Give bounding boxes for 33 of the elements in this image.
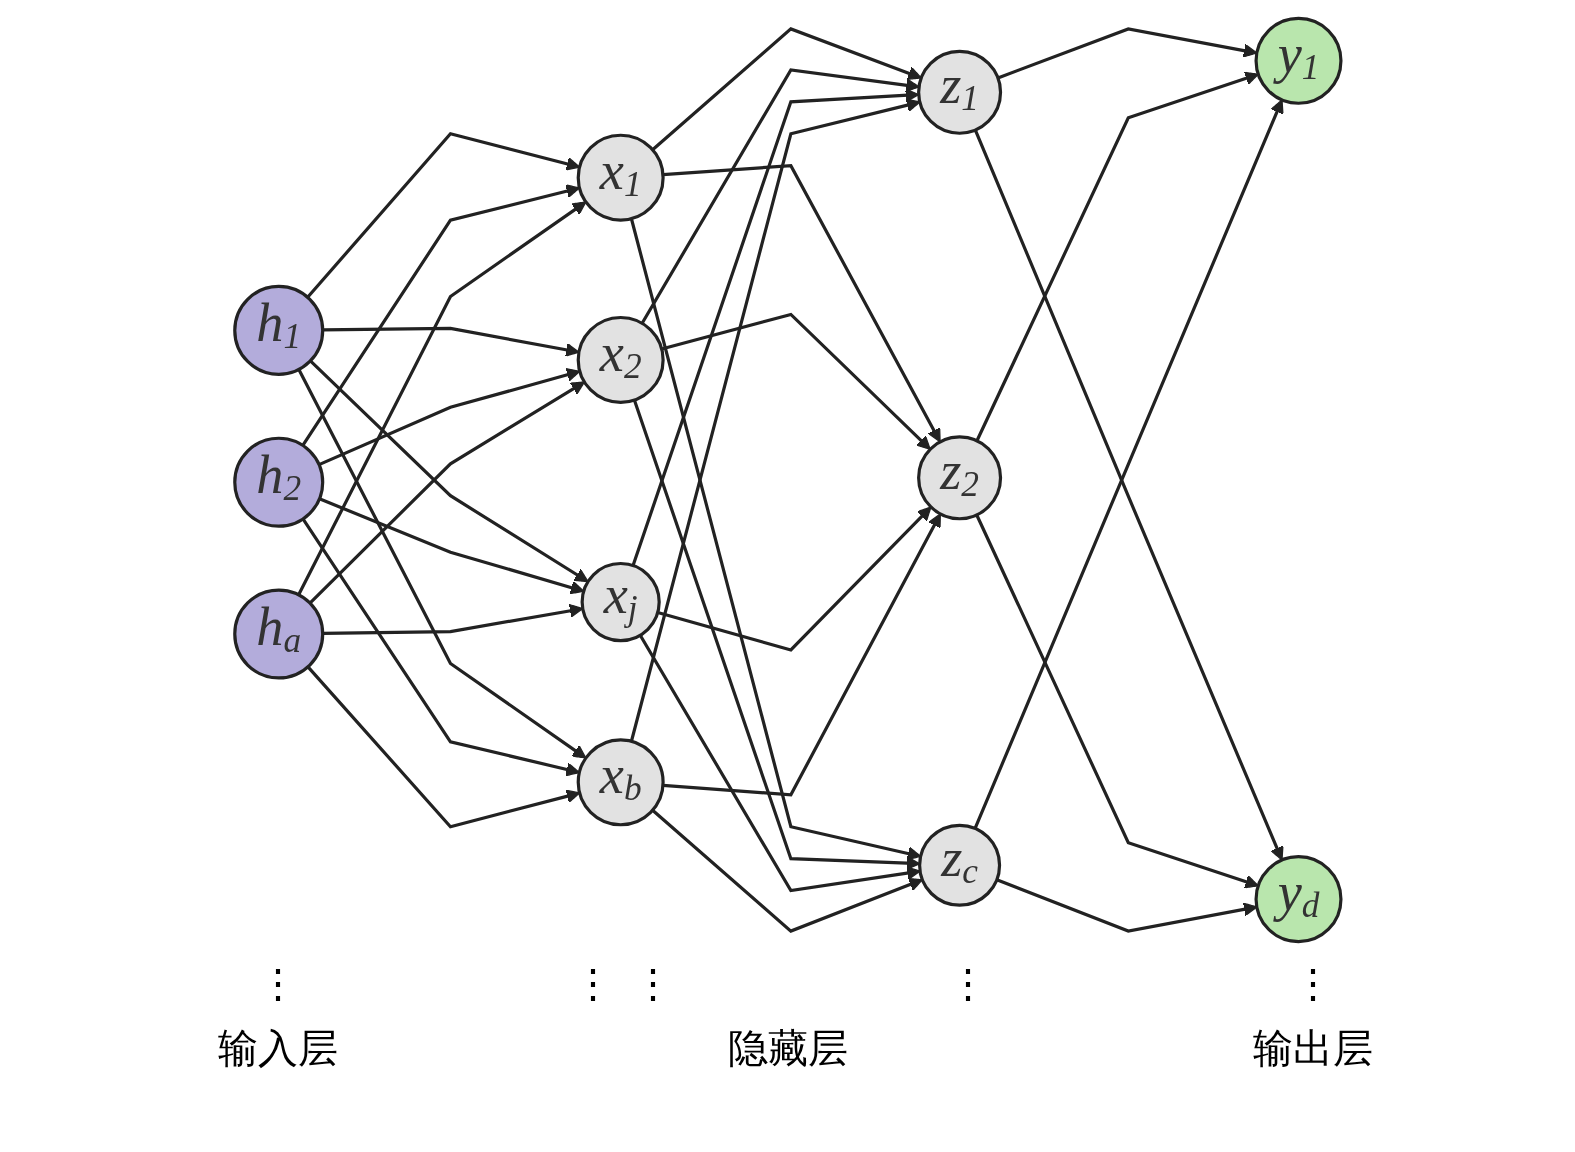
node-circle: y$_{d}$ bbox=[1254, 855, 1343, 944]
layer-label: 输出层 bbox=[1252, 1025, 1373, 1073]
arrow bbox=[296, 201, 587, 596]
ellipsis-mark: ⋮ bbox=[257, 960, 298, 1008]
arrow bbox=[308, 381, 585, 605]
node-circle: h$_{1}$ bbox=[232, 284, 324, 376]
ellipsis-mark: ⋮ bbox=[1292, 960, 1333, 1008]
ellipsis-mark: ⋮ bbox=[632, 960, 673, 1008]
arrow bbox=[651, 809, 923, 933]
arrow bbox=[301, 518, 580, 777]
arrow bbox=[306, 665, 580, 829]
layer-label: 输入层 bbox=[217, 1025, 338, 1073]
arrow bbox=[306, 131, 580, 299]
node-circle: y$_{1}$ bbox=[1254, 16, 1343, 105]
node-circle: x$_{b}$ bbox=[576, 738, 665, 827]
arrow bbox=[975, 71, 1259, 442]
node-circle: x$_{j}$ bbox=[580, 561, 661, 643]
ellipsis-mark: ⋮ bbox=[947, 960, 988, 1008]
arrow bbox=[308, 359, 589, 583]
arrow bbox=[629, 218, 921, 861]
arrow bbox=[974, 514, 1259, 889]
node-circle: x$_{1}$ bbox=[576, 133, 665, 222]
arrow bbox=[651, 27, 922, 151]
node-circle: x$_{2}$ bbox=[576, 315, 665, 404]
node-circle: h$_{a}$ bbox=[232, 588, 324, 680]
arrow bbox=[297, 368, 587, 759]
node-circle: z$_{c}$ bbox=[917, 823, 1001, 907]
layer-label: 隐藏层 bbox=[727, 1025, 848, 1073]
ellipsis-mark: ⋮ bbox=[572, 960, 613, 1008]
arrow bbox=[301, 184, 580, 447]
node-circle: z$_{1}$ bbox=[916, 49, 1002, 135]
node-circle: z$_{2}$ bbox=[916, 435, 1002, 521]
node-circle: h$_{2}$ bbox=[232, 436, 324, 528]
